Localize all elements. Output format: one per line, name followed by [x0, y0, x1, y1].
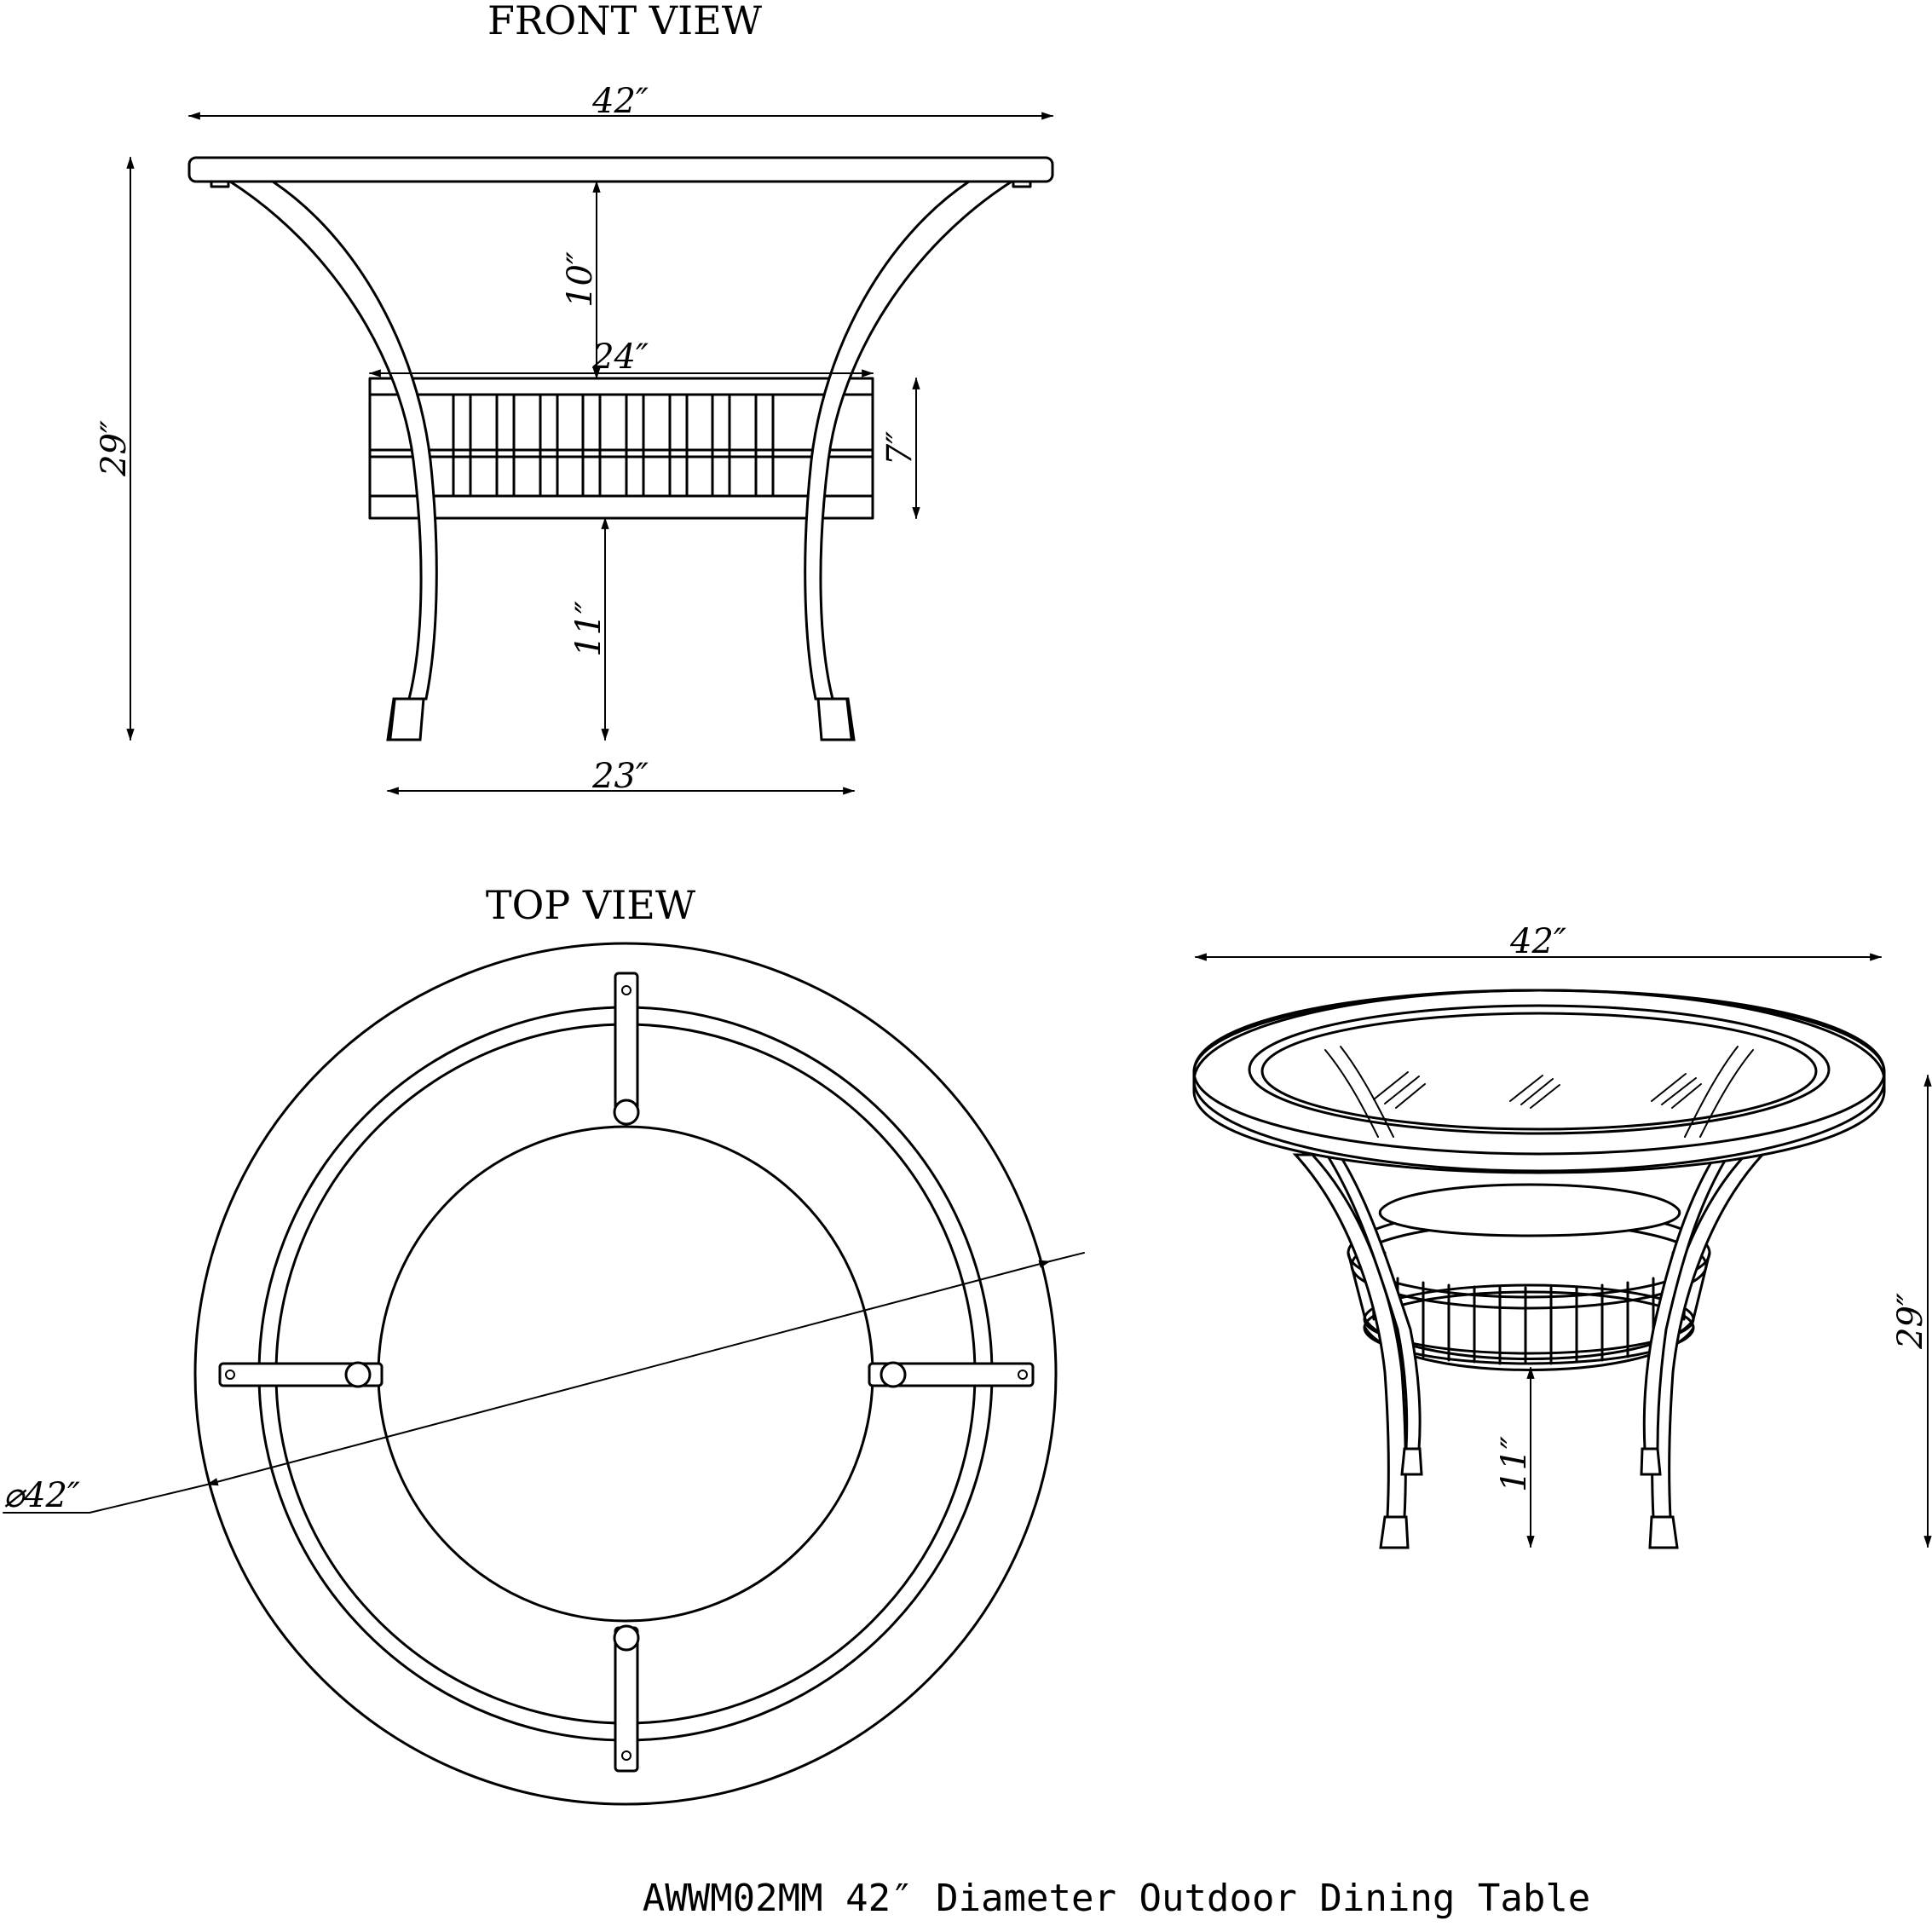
persp-tabletop [1192, 989, 1886, 1174]
front-leg-right [804, 180, 1017, 741]
front-foot-right [816, 697, 856, 741]
dim-front-height: 29″ [95, 420, 134, 477]
front-shelf-slats [452, 393, 775, 498]
front-view: FRONT VIEW [95, 0, 1054, 796]
perspective-view: 42″ 29″ [1192, 922, 1932, 1549]
dim-persp-height: 29″ [1891, 1293, 1930, 1350]
persp-leg-back-right [1640, 1132, 1745, 1476]
front-foot-left [386, 697, 425, 741]
front-view-title: FRONT VIEW [487, 0, 763, 43]
front-shelf-frame [368, 377, 874, 520]
dim-leader-diameter [89, 1484, 208, 1514]
persp-glass-outer [1248, 1004, 1831, 1135]
dim-top-to-shelf: 10″ [561, 251, 600, 308]
front-shelf [368, 377, 874, 520]
persp-glass-inner [1260, 1012, 1818, 1131]
top-arm-south [613, 1624, 640, 1773]
top-view: TOP VIEW ⌀42″ [3, 882, 1085, 1806]
dim-persp-leg-height: 11″ [1495, 1436, 1534, 1492]
top-arm-west [218, 1361, 384, 1388]
top-outer-rim [193, 942, 1058, 1806]
dim-front-width: 42″ [591, 82, 649, 121]
dim-leg-span: 23″ [591, 757, 649, 796]
drawing-caption: AWWM02MM 42″ Diameter Outdoor Dining Tab… [643, 1877, 1591, 1920]
top-arm-north [613, 972, 640, 1126]
top-arm-east [868, 1361, 1035, 1388]
dim-persp-width: 42″ [1509, 922, 1566, 961]
persp-shelf-disc [1379, 1183, 1681, 1237]
front-top-clip-right [1012, 180, 1032, 188]
front-leg-left [225, 180, 438, 741]
dim-shelf-height: 7″ [880, 431, 920, 465]
dim-shelf-width: 24″ [591, 337, 649, 377]
persp-glass-reflections [1373, 1071, 1702, 1109]
front-tabletop [187, 156, 1054, 183]
front-top-clip-left [210, 180, 230, 188]
top-view-title: TOP VIEW [486, 882, 696, 928]
dim-leg-height: 11″ [569, 601, 608, 657]
persp-leg-back-left [1310, 1132, 1423, 1476]
dim-line-diameter [205, 1260, 1052, 1486]
dim-diameter: ⌀42″ [3, 1476, 80, 1515]
